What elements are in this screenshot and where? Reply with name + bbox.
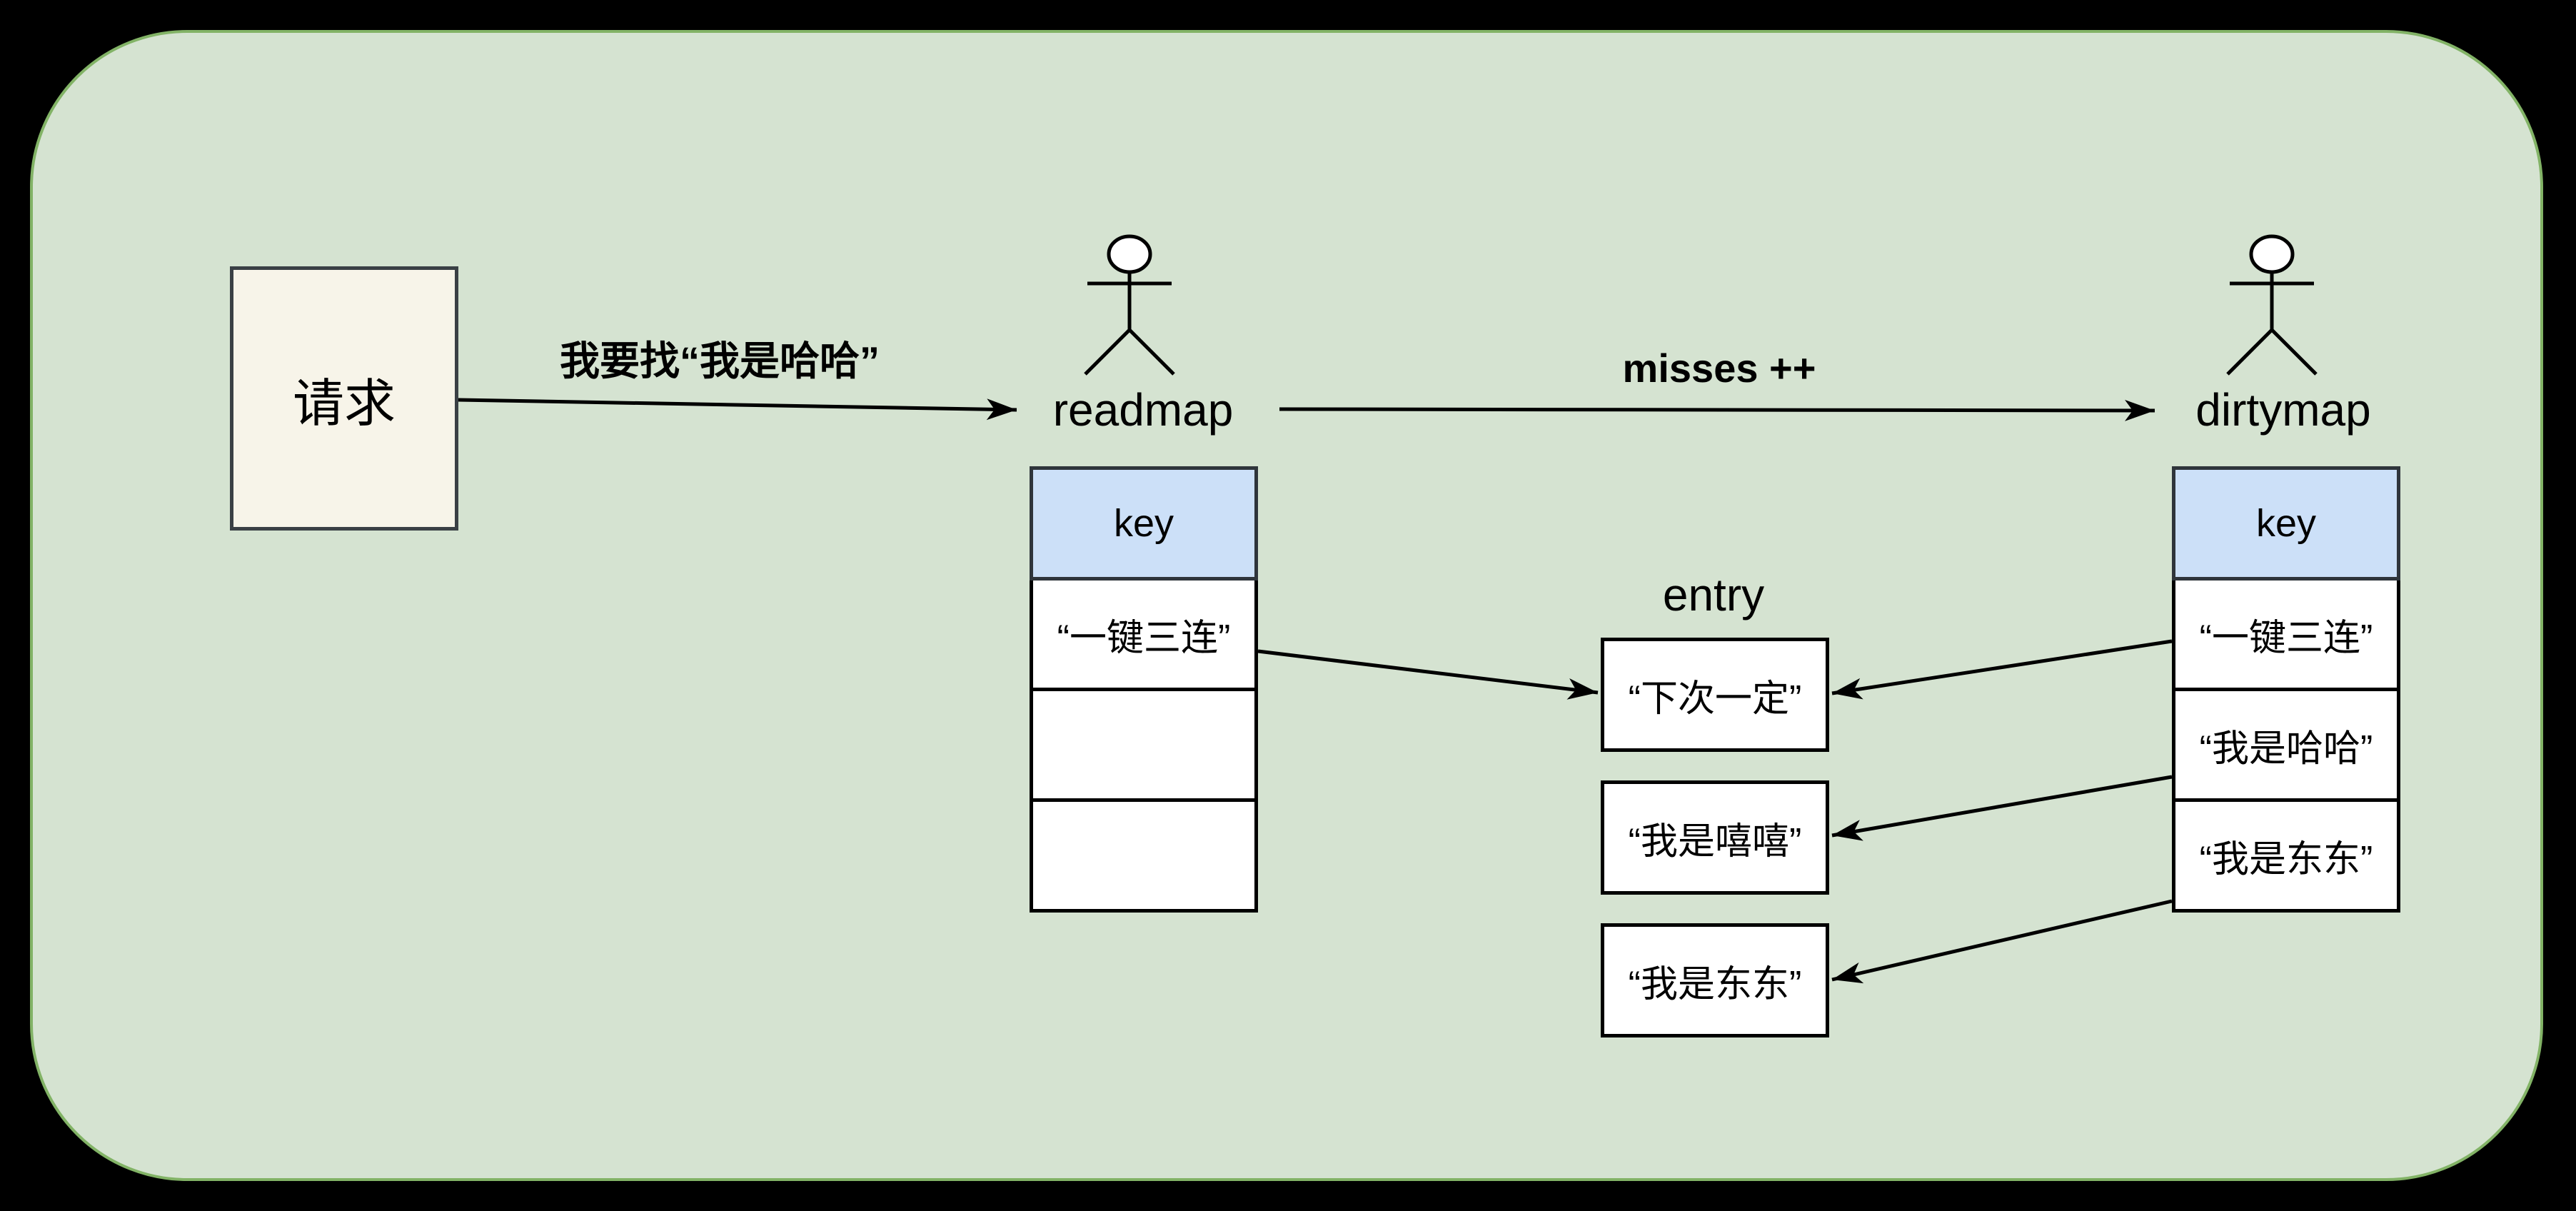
request-node: 请求 [230, 266, 458, 531]
dirtymap-table: key “一键三连” “我是哈哈” “我是东东” [2172, 466, 2400, 913]
entry-node: “我是东东” [1601, 923, 1829, 1037]
dirtymap-label: dirtymap [2195, 383, 2371, 436]
entry-node: “下次一定” [1601, 638, 1829, 752]
entry-node-label: “我是嘻嘻” [1628, 820, 1802, 863]
readmap-table-row [1030, 688, 1258, 802]
entry-title: entry [1662, 568, 1765, 620]
readmap-actor-icon [1084, 234, 1175, 376]
entry-node-label: “下次一定” [1628, 678, 1802, 720]
entry-node: “我是嘻嘻” [1601, 780, 1829, 895]
dirtymap-actor-icon [2226, 234, 2318, 376]
readmap-table-row: “一键三连” [1030, 577, 1258, 691]
readmap-table-row [1030, 798, 1258, 913]
readmap-table: key “一键三连” [1030, 466, 1258, 913]
edge-label-misses: misses ++ [1622, 346, 1816, 391]
entry-node-label: “我是东东” [1628, 963, 1802, 1005]
dirtymap-table-row: “我是东东” [2172, 798, 2400, 913]
dirtymap-table-header: key [2172, 466, 2400, 581]
readmap-label: readmap [1052, 383, 1234, 436]
request-node-label: 请求 [292, 375, 396, 433]
readmap-table-header: key [1030, 466, 1258, 581]
dirtymap-table-row: “我是哈哈” [2172, 688, 2400, 802]
edge-label-find-key: 我要找“我是哈哈” [560, 338, 880, 384]
dirtymap-table-row: “一键三连” [2172, 577, 2400, 691]
diagram-canvas [30, 30, 2543, 1181]
